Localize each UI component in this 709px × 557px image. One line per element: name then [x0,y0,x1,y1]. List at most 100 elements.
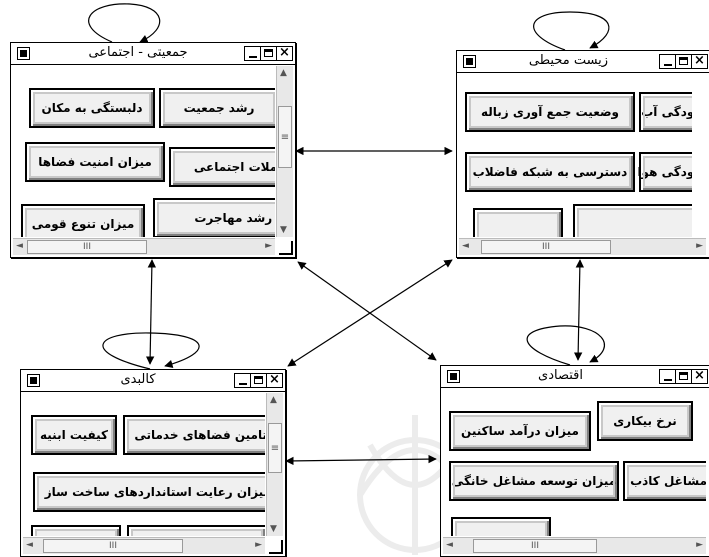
factor-button[interactable]: مشاغل کاذب [623,461,706,501]
factor-button[interactable] [573,204,692,237]
scroll-down-icon[interactable]: ▼ [270,524,277,534]
factor-label: وضعیت جمع آوری زباله [480,105,620,119]
scroll-thumb[interactable]: ≡ [278,106,292,168]
titlebar[interactable]: زیست محیطی × [457,51,709,73]
scroll-left-icon[interactable]: ◄ [462,241,469,251]
window-content: تامین فضاهای خدماتی کیفیت ابنیه میزان رع… [27,395,265,536]
resize-grip[interactable] [279,241,293,255]
factor-label: رشد جمعیت [183,101,255,115]
loop-arrow-social [88,3,161,43]
scroll-left-icon[interactable]: ◄ [446,540,453,550]
factor-button[interactable]: میزان تنوع قومی [21,204,145,237]
factor-label: دلبستگی به مکان [41,101,143,115]
window-social[interactable]: جمعیتی - اجتماعی × رشد جمعیت دلبستگی به … [10,42,296,258]
scroll-thumb[interactable]: ≡ [268,423,282,473]
link-social-physical [145,259,157,365]
factor-label: میزان امنیت فضاها [38,155,152,169]
close-icon[interactable]: × [266,373,283,388]
link-social-economic [297,261,437,361]
factor-button[interactable]: رشد جمعیت [159,88,275,128]
scroll-down-icon[interactable]: ▼ [280,225,287,235]
link-environment-economic [573,259,585,361]
factor-button[interactable]: دلبستگی به مکان [29,88,155,128]
horizontal-scrollbar[interactable]: ◄ III ► [23,537,265,554]
factor-button[interactable]: میزان امنیت فضاها [25,142,165,182]
titlebar[interactable]: کالبدی × [21,370,285,392]
titlebar[interactable]: اقتصادی × [441,366,709,388]
factor-button[interactable]: آلودگی هوا [637,152,692,192]
factor-button[interactable]: آلودگی آب [639,92,692,132]
minimize-icon[interactable] [244,46,261,61]
factor-label: میزان رعایت استانداردهای ساخت ساز [44,485,265,499]
horizontal-scrollbar[interactable]: ◄ III ► [13,238,275,255]
scroll-thumb[interactable]: III [27,240,147,254]
factor-label: نرخ بیکاری [613,414,677,428]
factor-button[interactable]: کیفیت ابنیه [31,415,117,455]
close-icon[interactable]: × [276,46,293,61]
system-menu-icon[interactable] [27,374,40,387]
factor-label: مشاغل کاذب [630,474,706,488]
window-title: زیست محیطی [528,53,609,68]
factor-button[interactable] [31,525,121,536]
factor-button[interactable]: دسترسی به شبکه فاضلاب [465,152,635,192]
loop-arrow-physical [102,332,200,370]
factor-button[interactable]: نرخ رشد مهاجرت [153,198,275,237]
window-title: اقتصادی [538,368,583,383]
vertical-scrollbar[interactable]: ▲ ≡ ▼ [276,66,293,237]
factor-button[interactable] [473,208,563,237]
window-physical[interactable]: کالبدی × تامین فضاهای خدماتی کیفیت ابنیه… [20,369,286,557]
scroll-right-icon[interactable]: ► [696,241,703,251]
maximize-icon[interactable] [260,46,277,61]
minimize-icon[interactable] [659,369,676,384]
factor-button[interactable]: میزان رعایت استانداردهای ساخت ساز [33,472,265,512]
factor-button[interactable]: میزان درآمد ساکنین [449,411,591,451]
window-title: کالبدی [120,372,156,387]
factor-button[interactable] [127,525,265,536]
maximize-icon[interactable] [250,373,267,388]
window-environment[interactable]: زیست محیطی × آلودگی آب وضعیت جمع آوری زب… [456,50,709,258]
resize-grip[interactable] [269,540,283,554]
scroll-up-icon[interactable]: ▲ [270,395,277,405]
factor-button[interactable]: وضعیت جمع آوری زباله [465,92,635,132]
system-menu-icon[interactable] [447,370,460,383]
vertical-scrollbar[interactable]: ▲ ≡ ▼ [266,393,283,536]
scroll-right-icon[interactable]: ► [696,540,703,550]
factor-button[interactable]: نرخ بیکاری [597,401,693,441]
scroll-right-icon[interactable]: ► [265,241,272,251]
horizontal-scrollbar[interactable]: ◄ III ► [459,238,706,255]
minimize-icon[interactable] [234,373,251,388]
scroll-left-icon[interactable]: ◄ [16,241,23,251]
scroll-thumb[interactable]: III [43,539,183,553]
window-content: آلودگی آب وضعیت جمع آوری زباله آلودگی هو… [463,76,692,237]
scroll-right-icon[interactable]: ► [255,540,262,550]
factor-label: دسترسی به شبکه فاضلاب [472,165,628,179]
scroll-thumb[interactable]: III [481,240,611,254]
scroll-up-icon[interactable]: ▲ [280,68,287,78]
factor-label: آلودگی هوا [637,165,692,179]
factor-label: آلودگی آب [641,105,692,119]
system-menu-icon[interactable] [463,55,476,68]
factor-button[interactable] [451,517,551,536]
factor-button[interactable]: تامین فضاهای خدماتی [123,415,265,455]
factor-button[interactable]: میزان توسعه مشاغل خانگی [449,461,619,501]
window-economic[interactable]: اقتصادی × نرخ بیکاری میزان درآمد ساکنین … [440,365,709,557]
window-content: نرخ بیکاری میزان درآمد ساکنین مشاغل کاذب… [447,391,706,536]
close-icon[interactable]: × [691,54,708,69]
factor-label: تعاملات اجتماعی [193,160,275,174]
factor-label: میزان توسعه مشاغل خانگی [451,474,617,488]
horizontal-scrollbar[interactable]: ◄ III ► [443,537,706,554]
scroll-left-icon[interactable]: ◄ [26,540,33,550]
window-title: جمعیتی - اجتماعی [88,45,188,60]
factor-button[interactable]: تعاملات اجتماعی [169,147,275,187]
link-environment-physical [287,259,453,367]
close-icon[interactable]: × [691,369,708,384]
scroll-thumb[interactable]: III [473,539,597,553]
system-menu-icon[interactable] [17,47,30,60]
loop-arrow-environment [533,11,610,51]
titlebar[interactable]: جمعیتی - اجتماعی × [11,43,295,65]
loop-arrow-economic [526,325,605,366]
maximize-icon[interactable] [675,54,692,69]
factor-label: تامین فضاهای خدماتی [134,428,265,442]
maximize-icon[interactable] [675,369,692,384]
minimize-icon[interactable] [659,54,676,69]
